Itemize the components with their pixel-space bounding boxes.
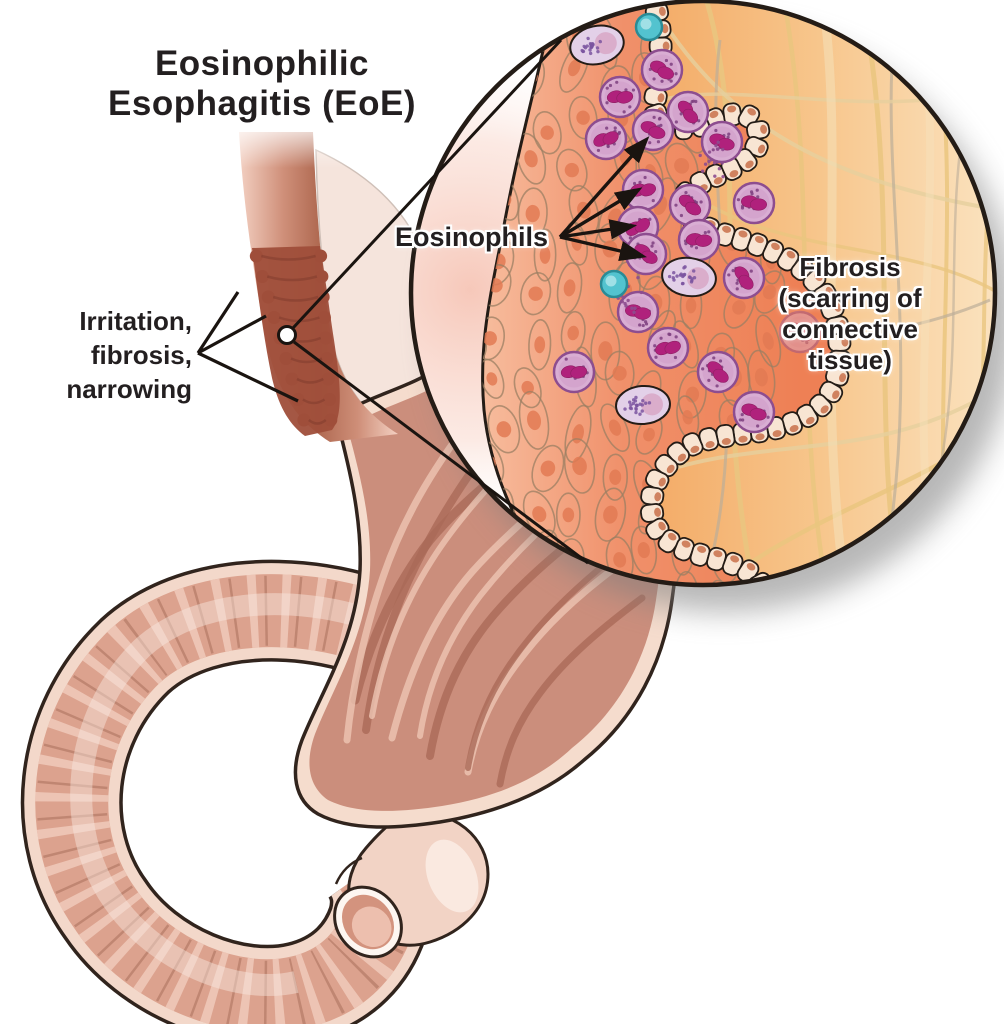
fibrosis-label: Fibrosis (scarring of connective tissue) [742, 252, 958, 376]
fibrosis-line4: tissue) [808, 345, 892, 375]
irritation-fibrosis-narrowing-label: Irritation, fibrosis, narrowing [22, 304, 192, 406]
irritation-line1: Irritation, [79, 306, 192, 336]
duodenum-cut-end [333, 811, 490, 959]
inset-circle-outline [408, 0, 998, 588]
title-line2: Esophagitis (EoE) [108, 84, 416, 123]
callout-lines [196, 38, 650, 565]
irritation-leader-lines [196, 291, 299, 403]
zoom-line-lower [293, 340, 589, 565]
fibrosis-line3: connective [782, 314, 918, 344]
fibrosis-line1: Fibrosis [799, 252, 901, 282]
irritation-line3: narrowing [66, 374, 192, 404]
eosinophils-label: Eosinophils [394, 222, 548, 252]
esophagus-stricture-rings [249, 249, 338, 427]
title-line1: Eosinophilic [154, 44, 370, 83]
page-title: Eosinophilic Esophagitis (EoE) [82, 44, 442, 124]
zoom-line-upper [291, 38, 563, 330]
histology-inset-circle [408, 0, 998, 588]
fibrosis-line2: (scarring of [778, 283, 922, 313]
magnified-spot-marker [277, 325, 297, 345]
eosinophil-arrows [558, 136, 650, 261]
irritation-line2: fibrosis, [90, 340, 192, 370]
esophagus [228, 116, 408, 442]
